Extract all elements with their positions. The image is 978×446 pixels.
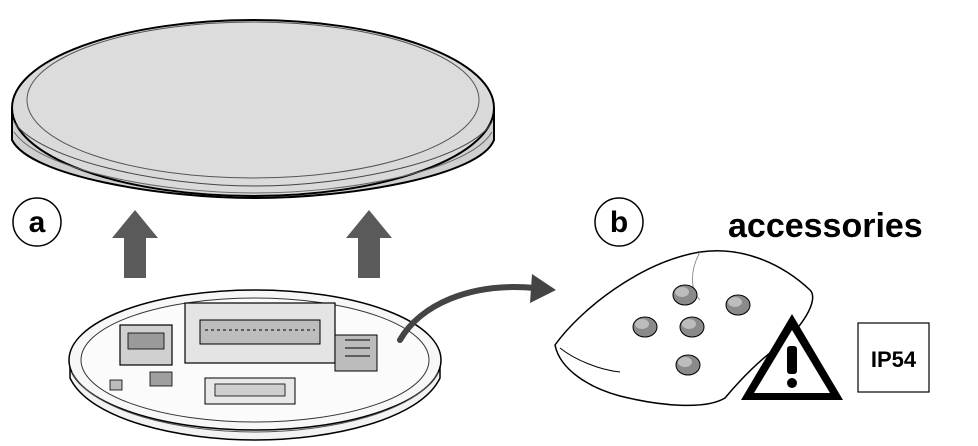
lift-arrow-left — [112, 210, 158, 278]
step-label-a-text: a — [29, 206, 46, 239]
step-label-b-text: b — [610, 206, 628, 239]
ip-rating-text: IP54 — [871, 347, 917, 372]
base-housing — [68, 289, 442, 441]
step-label-b: b — [594, 197, 644, 247]
lift-arrow-right — [346, 210, 392, 278]
plug-item — [679, 316, 705, 338]
ip-rating-box: IP54 — [857, 322, 930, 393]
warning-triangle-icon — [741, 314, 843, 400]
plug-item — [725, 294, 751, 316]
curved-arrow — [397, 274, 556, 343]
plug-item — [675, 354, 701, 376]
accessories-heading: accessories — [728, 207, 923, 245]
step-label-a: a — [12, 197, 62, 247]
circuit-board — [109, 302, 378, 405]
cover-lid — [11, 19, 495, 200]
plug-item — [632, 316, 658, 338]
plug-item — [672, 284, 698, 306]
cable-gland-plugs — [632, 284, 751, 376]
